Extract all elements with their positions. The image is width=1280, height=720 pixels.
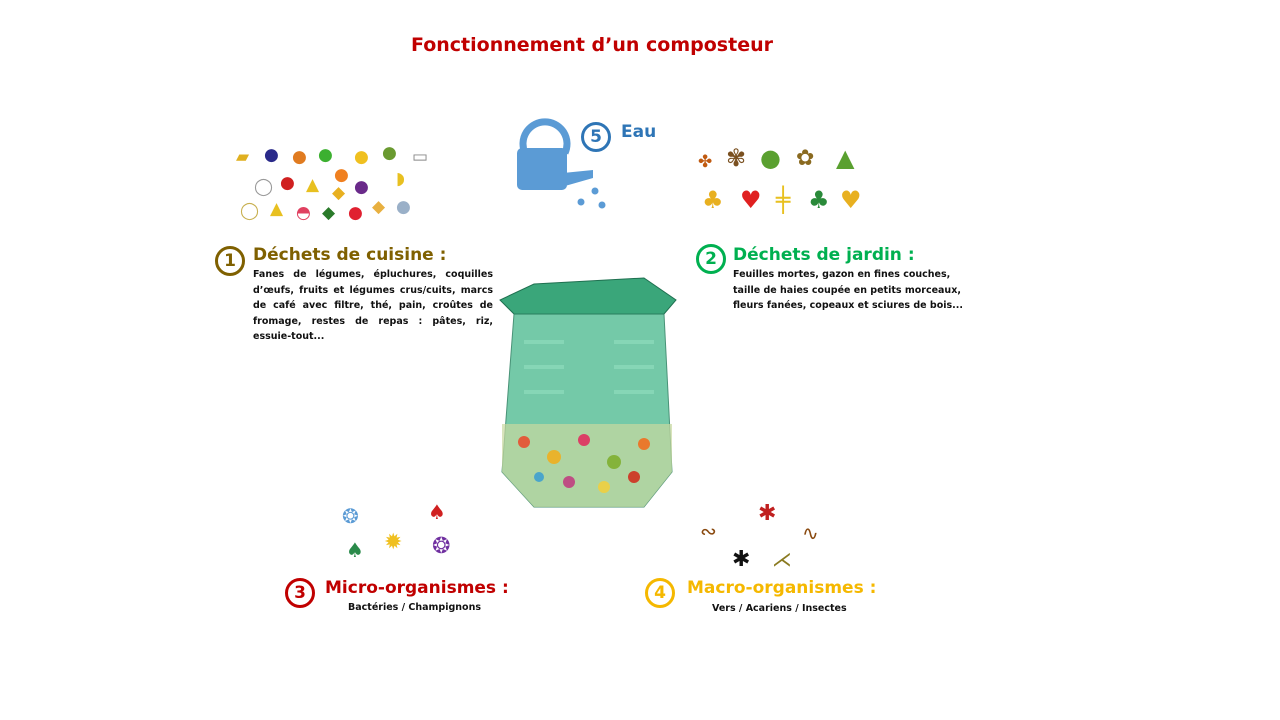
mushroom-icon: ♠ bbox=[428, 500, 446, 524]
eggplant-icon: ● bbox=[354, 177, 369, 197]
micro-organism-icons: ❂ ♠ ♠ ✹ ❂ bbox=[340, 502, 460, 562]
pumpkin-icon: ● bbox=[292, 147, 307, 167]
beetle-red-icon: ✱ bbox=[758, 501, 777, 526]
watering-can-icon bbox=[517, 118, 606, 209]
beetle-black-icon: ✱ bbox=[732, 547, 751, 572]
garlic-icon: ● bbox=[396, 197, 411, 217]
cherry-icon: ● bbox=[280, 173, 295, 193]
step-5-badge: 5 bbox=[581, 122, 611, 152]
jardin-heading: Déchets de jardin : bbox=[733, 245, 915, 265]
bread-icon: ◆ bbox=[372, 197, 386, 217]
banana-peel-icon: ▲ bbox=[270, 199, 284, 219]
step-4-badge: 4 bbox=[645, 578, 675, 608]
branch-icon: ✿ bbox=[796, 146, 815, 171]
composter-image bbox=[499, 277, 677, 508]
bamboo-icon: ╪ bbox=[776, 186, 791, 214]
leaves-icon: ✤ bbox=[698, 152, 713, 172]
tulip-icon: ♥ bbox=[740, 186, 762, 214]
tree-icon: ● bbox=[760, 144, 781, 172]
micro-heading: Micro-organismes : bbox=[325, 578, 509, 598]
sun-icon: ✹ bbox=[384, 530, 403, 555]
caterpillar-icon: ∾ bbox=[700, 519, 717, 543]
seedling-icon: ♣ bbox=[808, 186, 830, 214]
macro-organism-icons: ∾ ✱ ∿ ✱ ⋌ bbox=[698, 501, 828, 575]
avocado-icon: ● bbox=[382, 143, 397, 163]
egg-icon: ◯ bbox=[240, 201, 260, 221]
apple-icon: ● bbox=[318, 145, 333, 165]
pine-tree-icon: ▲ bbox=[836, 144, 855, 172]
eau-heading: Eau bbox=[621, 122, 657, 142]
mushroom-green-icon: ♠ bbox=[346, 538, 364, 562]
grasshopper-icon: ⋌ bbox=[772, 547, 792, 571]
virus-icon: ❂ bbox=[432, 534, 451, 559]
flower-icon: ♥ bbox=[840, 186, 862, 214]
bacteria-icon: ❂ bbox=[342, 504, 359, 528]
cheese-icon: ▰ bbox=[236, 147, 250, 167]
jardin-text: Feuilles mortes, gazon en fines couches,… bbox=[733, 269, 963, 311]
peas-icon: ◆ bbox=[322, 203, 336, 223]
bare-tree-icon: ✾ bbox=[726, 144, 747, 172]
micro-text: Bactéries / Champignons bbox=[348, 602, 481, 613]
corn-icon: ▲ bbox=[306, 175, 320, 195]
orange-icon: ● bbox=[334, 165, 349, 185]
strawberry-icon: ● bbox=[348, 203, 363, 223]
worm-icon: ∿ bbox=[802, 521, 819, 545]
watermelon-icon: ◓ bbox=[296, 203, 311, 223]
grapes-icon: ● bbox=[264, 145, 279, 165]
potted-plant-icon: ♣ bbox=[702, 186, 724, 214]
step-1-badge: 1 bbox=[215, 246, 245, 276]
cuisine-heading: Déchets de cuisine : bbox=[253, 245, 447, 265]
cuisine-text: Fanes de légumes, épluchures, coquilles … bbox=[253, 269, 493, 342]
paper-roll-icon: ▭ bbox=[412, 147, 429, 167]
step-3-badge: 3 bbox=[285, 578, 315, 608]
garden-waste-icons: ✤ ✾ ● ✿ ▲ ♣ ♥ ╪ ♣ ♥ bbox=[698, 144, 868, 228]
kitchen-waste-icons: ▰ ● ● ● ● ● ▭ ◯ ● ▲ ● ◆ ● ◗ ◯ ▲ ◓ ◆ ● ◆ … bbox=[236, 145, 446, 225]
page-title: Fonctionnement d’un composteur bbox=[411, 34, 773, 56]
pineapple-icon: ◆ bbox=[332, 183, 346, 203]
lemon-icon: ● bbox=[354, 147, 369, 167]
oyster-icon: ◯ bbox=[254, 177, 274, 197]
macro-text: Vers / Acariens / Insectes bbox=[712, 603, 847, 614]
macro-heading: Macro-organismes : bbox=[687, 578, 877, 598]
banana-icon: ◗ bbox=[396, 169, 405, 189]
step-2-badge: 2 bbox=[696, 244, 726, 274]
